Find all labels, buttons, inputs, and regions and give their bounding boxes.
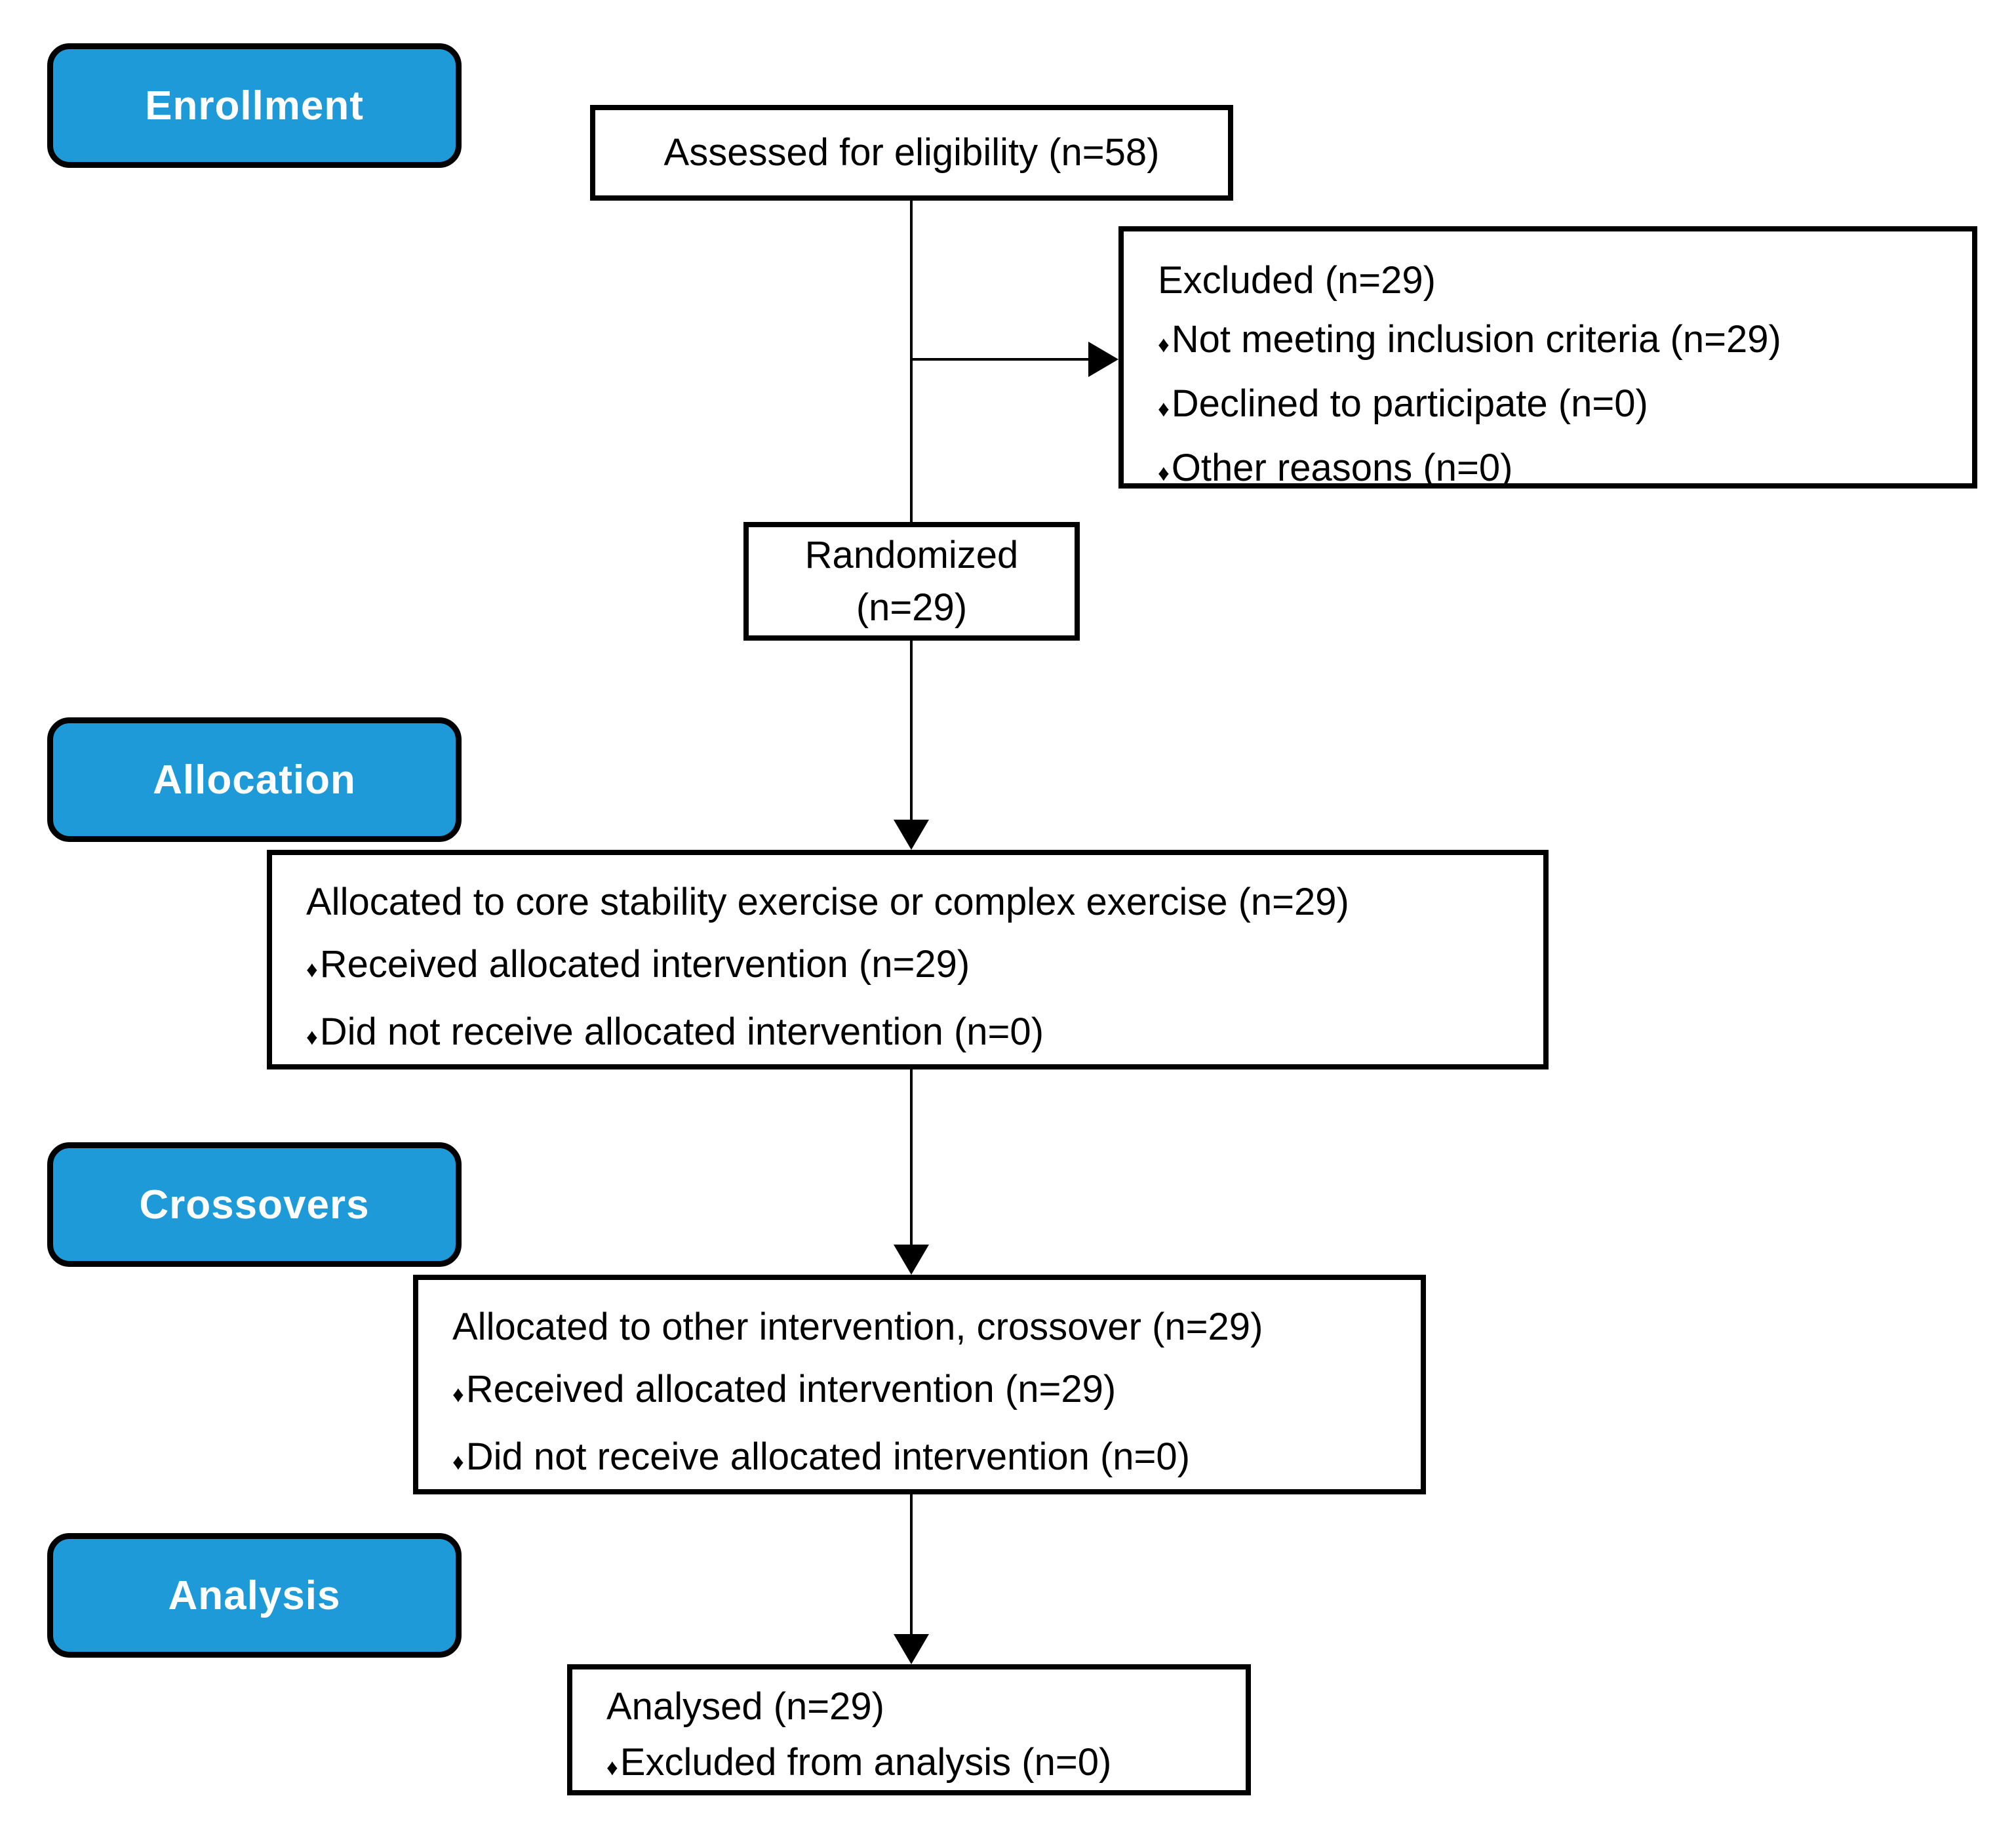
randomized-box-line2: (n=29) — [856, 586, 968, 629]
analysed-box-title: Analysed (n=29) — [606, 1685, 884, 1728]
allocated-box-title: Allocated to core stability exercise or … — [306, 881, 1349, 923]
excluded-bullet-text: Declined to participate (n=0) — [1171, 382, 1648, 425]
excluded-box-title: Excluded (n=29) — [1158, 259, 1436, 302]
allocated-bullet-item: ♦Did not receive allocated intervention … — [306, 1001, 1543, 1068]
arrowhead-into-analysed — [894, 1634, 929, 1664]
excluded-bullet-item: ♦Other reasons (n=0) — [1158, 439, 1972, 503]
randomized-box: Randomized (n=29) — [743, 522, 1080, 641]
excluded-bullet-item: ♦Declined to participate (n=0) — [1158, 374, 1972, 439]
crossover-bullet-text: Did not receive allocated intervention (… — [465, 1435, 1191, 1478]
stage-label-enrollment: Enrollment — [47, 43, 462, 168]
diamond-bullet-icon: ♦ — [306, 957, 318, 982]
assessed-box-text: Assessed for eligibility (n=58) — [663, 131, 1160, 174]
analysed-bullet-item: ♦Excluded from analysis (n=0) — [606, 1734, 1246, 1795]
stage-label-analysis: Analysis — [47, 1533, 462, 1658]
diamond-bullet-icon: ♦ — [606, 1755, 618, 1780]
analysed-bullet-text: Excluded from analysis (n=0) — [620, 1741, 1112, 1784]
diamond-bullet-icon: ♦ — [1158, 332, 1170, 357]
connector-crossover-to-analysed — [910, 1494, 913, 1635]
connector-allocated-to-crossover — [910, 1069, 913, 1246]
excluded-box: Excluded (n=29) ♦Not meeting inclusion c… — [1118, 226, 1977, 489]
analysed-box: Analysed (n=29) ♦Excluded from analysis … — [567, 1664, 1251, 1795]
diamond-bullet-icon: ♦ — [1158, 396, 1170, 422]
stage-label-allocation: Allocation — [47, 717, 462, 842]
excluded-bullet-item: ♦Not meeting inclusion criteria (n=29) — [1158, 310, 1972, 374]
allocated-bullet-text: Did not receive allocated intervention (… — [319, 1010, 1044, 1053]
crossover-bullet-item: ♦Received allocated intervention (n=29) — [452, 1358, 1421, 1426]
crossover-box: Allocated to other intervention, crossov… — [413, 1275, 1426, 1494]
excluded-bullet-text: Not meeting inclusion criteria (n=29) — [1171, 318, 1781, 361]
allocated-bullet-item: ♦Received allocated intervention (n=29) — [306, 933, 1543, 1001]
diamond-bullet-icon: ♦ — [452, 1382, 464, 1407]
allocated-bullet-text: Received allocated intervention (n=29) — [319, 943, 970, 986]
stage-label-crossovers-text: Crossovers — [139, 1182, 370, 1228]
excluded-bullet-text: Other reasons (n=0) — [1171, 447, 1513, 489]
crossover-box-title: Allocated to other intervention, crossov… — [452, 1306, 1263, 1348]
arrowhead-into-excluded — [1088, 342, 1118, 377]
connector-branch-to-excluded — [910, 358, 1091, 361]
allocated-box: Allocated to core stability exercise or … — [267, 850, 1549, 1069]
arrowhead-into-allocated — [894, 820, 929, 850]
stage-label-crossovers: Crossovers — [47, 1142, 462, 1267]
arrowhead-into-crossover — [894, 1245, 929, 1275]
connector-randomized-to-allocated — [910, 641, 913, 822]
connector-assessed-to-randomized — [910, 200, 913, 522]
assessed-box: Assessed for eligibility (n=58) — [590, 105, 1233, 201]
crossover-bullet-item: ♦Did not receive allocated intervention … — [452, 1426, 1421, 1493]
randomized-box-line1: Randomized — [804, 533, 1019, 576]
diamond-bullet-icon: ♦ — [306, 1024, 318, 1050]
stage-label-allocation-text: Allocation — [153, 757, 356, 803]
crossover-bullet-text: Received allocated intervention (n=29) — [465, 1368, 1117, 1410]
diamond-bullet-icon: ♦ — [452, 1449, 464, 1475]
stage-label-analysis-text: Analysis — [168, 1572, 341, 1618]
diamond-bullet-icon: ♦ — [1158, 460, 1170, 486]
stage-label-enrollment-text: Enrollment — [145, 83, 364, 129]
